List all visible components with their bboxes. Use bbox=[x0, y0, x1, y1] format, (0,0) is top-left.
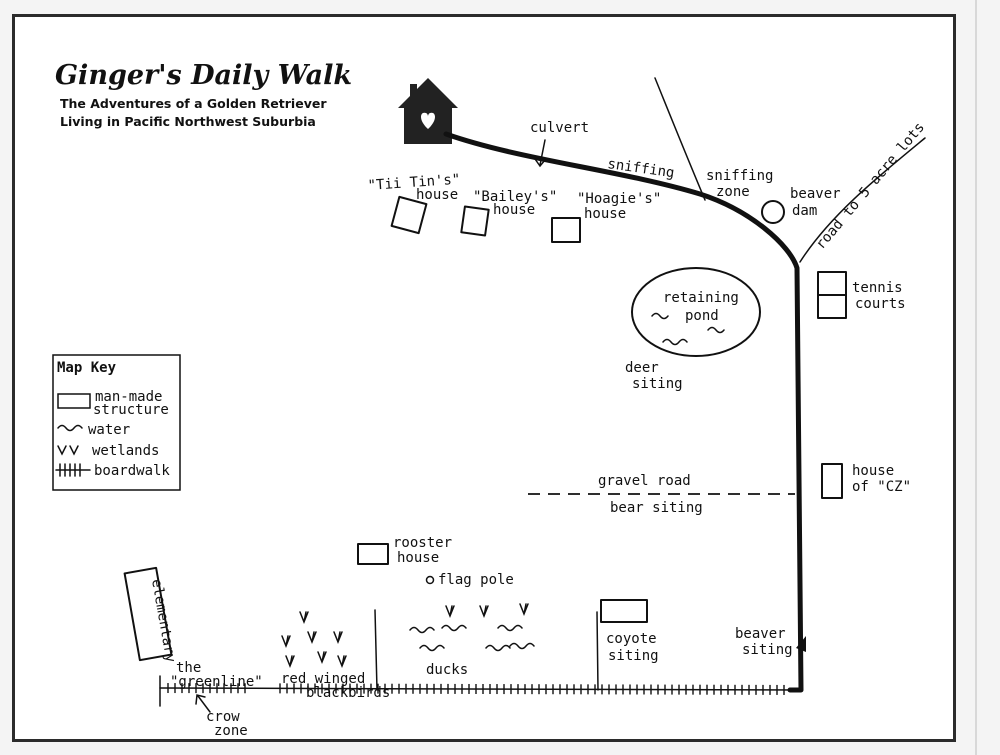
flag-pole-marker bbox=[425, 575, 435, 585]
culvert-arrow bbox=[539, 139, 546, 166]
coyote-siting-label-2: siting bbox=[608, 648, 659, 664]
greenline-label-2: "greenline" bbox=[170, 674, 263, 690]
rooster-house-label-1: rooster bbox=[393, 535, 452, 551]
key-boardwalk-symbol bbox=[55, 463, 91, 477]
gravel-road-label: gravel road bbox=[598, 473, 691, 489]
rooster-house-label-2: house bbox=[397, 550, 439, 566]
sniffing-zone-label-1: sniffing bbox=[706, 168, 773, 184]
blackbird-wetlands bbox=[281, 611, 347, 669]
retaining-pond-label-2: pond bbox=[685, 308, 719, 324]
walk-route bbox=[443, 131, 804, 693]
cz-house-label-2: of "CZ" bbox=[852, 479, 911, 495]
elementary-structure bbox=[123, 566, 173, 662]
acre-lots-road bbox=[799, 137, 926, 263]
crow-zone-label-1: crow bbox=[206, 709, 240, 725]
crow-zone-label-2: zone bbox=[214, 723, 248, 739]
pond-water-symbol bbox=[662, 338, 688, 346]
beaver-siting-marker bbox=[796, 636, 806, 652]
hoagie-house-label-2: house bbox=[584, 206, 626, 222]
key-wetlands-label: wetlands bbox=[92, 443, 159, 459]
titin-house-label-1: "Tii Tin's" bbox=[367, 172, 461, 194]
scan-edge bbox=[975, 0, 977, 755]
culvert-arrow-head bbox=[534, 158, 546, 168]
key-water-label: water bbox=[88, 422, 130, 438]
bailey-house-structure bbox=[460, 205, 490, 237]
crow-zone-arrow bbox=[197, 695, 211, 713]
red-winged-label-1: red winged bbox=[281, 671, 365, 687]
key-wetlands-symbol bbox=[57, 445, 79, 456]
elementary-label: elementary bbox=[148, 578, 178, 664]
beaver-dam-label-1: beaver bbox=[790, 186, 841, 202]
house-heart-icon bbox=[398, 78, 458, 144]
coyote-siting-label-1: coyote bbox=[606, 631, 657, 647]
beaver-dam-marker bbox=[761, 200, 785, 224]
key-structure-label-2: structure bbox=[93, 402, 169, 418]
culvert-label: culvert bbox=[530, 120, 589, 136]
fence-line bbox=[374, 609, 378, 691]
cz-house-structure bbox=[821, 463, 843, 499]
map-title: Ginger's Daily Walk bbox=[55, 60, 352, 91]
deer-siting-label-1: deer bbox=[625, 360, 659, 376]
retaining-pond-outline bbox=[631, 267, 761, 357]
pond-water-symbol bbox=[707, 326, 725, 334]
flag-pole-label: flag pole bbox=[438, 572, 514, 588]
beaver-siting-label-1: beaver bbox=[735, 626, 786, 642]
bailey-house-label-2: house bbox=[493, 202, 535, 218]
tennis-courts-label-2: courts bbox=[855, 296, 906, 312]
sniffing-zone-label-2: zone bbox=[716, 184, 750, 200]
cz-house-label-1: house bbox=[852, 463, 894, 479]
deer-siting-label-2: siting bbox=[632, 376, 683, 392]
ducks-label: ducks bbox=[426, 662, 468, 678]
tennis-courts-label-1: tennis bbox=[852, 280, 903, 296]
crow-zone-arrow-head bbox=[195, 694, 206, 705]
fence-line bbox=[596, 611, 599, 691]
beaver-siting-label-2: siting bbox=[742, 642, 793, 658]
retaining-pond-label-1: retaining bbox=[663, 290, 739, 306]
boardwalk-ticks bbox=[167, 683, 785, 695]
key-structure-symbol bbox=[57, 393, 91, 409]
titin-house-label-2: house bbox=[416, 187, 458, 203]
titin-house-structure bbox=[390, 195, 428, 235]
beaver-dam-label-2: dam bbox=[792, 203, 817, 219]
map-key: Map Key man-made structure water wetland… bbox=[52, 354, 181, 491]
hoagie-house-structure bbox=[551, 217, 581, 243]
duck-wetlands bbox=[409, 603, 535, 652]
key-boardwalk-label: boardwalk bbox=[94, 463, 170, 479]
hoagie-house-label-1: "Hoagie's" bbox=[577, 191, 661, 207]
bailey-house-label-1: "Bailey's" bbox=[473, 189, 557, 205]
bear-siting-label: bear siting bbox=[610, 500, 703, 516]
coyote-area-structure bbox=[600, 599, 648, 623]
map-key-title: Map Key bbox=[57, 360, 117, 376]
key-water-symbol bbox=[57, 424, 83, 432]
map-subtitle-line-2: Living in Pacific Northwest Suburbia bbox=[60, 114, 316, 129]
greenline-label-1: the bbox=[176, 660, 201, 676]
key-structure-label-1: man-made bbox=[95, 389, 162, 405]
map-subtitle-line-1: The Adventures of a Golden Retriever bbox=[60, 96, 327, 111]
rooster-house-structure bbox=[357, 543, 389, 565]
pond-water-symbol bbox=[651, 312, 669, 320]
creek-line bbox=[654, 77, 706, 201]
